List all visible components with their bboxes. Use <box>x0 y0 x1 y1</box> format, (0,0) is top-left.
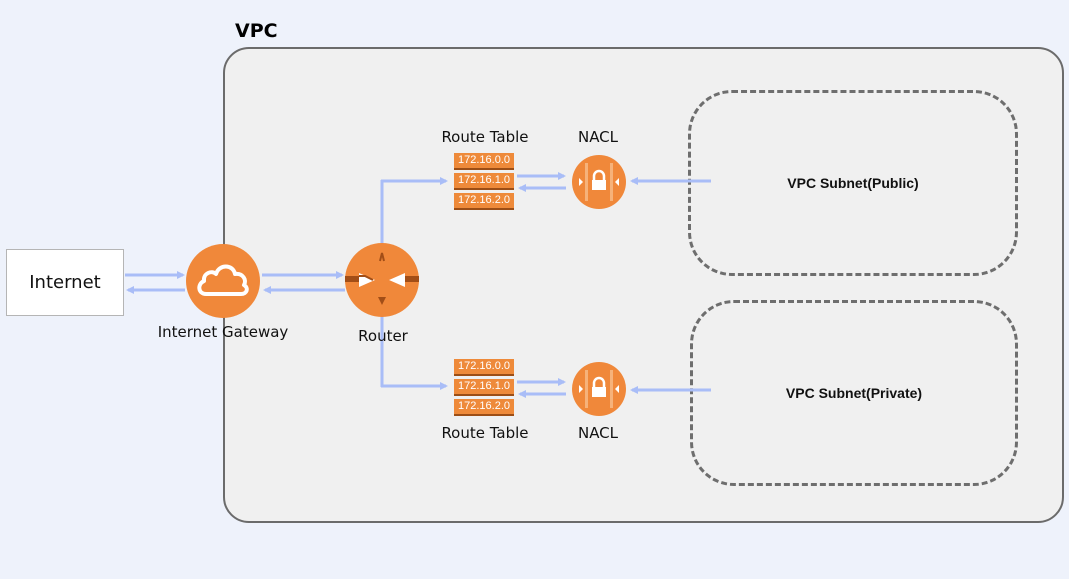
route-entry: 172.16.0.0 <box>454 153 514 170</box>
internet-gateway-label: Internet Gateway <box>157 323 289 341</box>
internet-label: Internet <box>29 272 101 293</box>
private-route-table[interactable]: 172.16.0.0 172.16.1.0 172.16.2.0 <box>454 359 514 417</box>
lock-icon <box>579 370 619 408</box>
router-label: Router <box>358 327 408 345</box>
private-subnet[interactable]: VPC Subnet(Private) <box>690 300 1018 486</box>
public-route-table[interactable]: 172.16.0.0 172.16.1.0 172.16.2.0 <box>454 153 514 211</box>
router-node[interactable] <box>345 243 419 317</box>
private-nacl-node[interactable] <box>572 362 626 416</box>
public-nacl-node[interactable] <box>572 155 626 209</box>
lock-icon <box>579 163 619 201</box>
private-nacl-label: NACL <box>577 424 619 442</box>
public-subnet-label: VPC Subnet(Public) <box>787 175 919 191</box>
internet-gateway-node[interactable] <box>186 244 260 318</box>
private-route-table-label: Route Table <box>441 424 529 442</box>
route-entry: 172.16.1.0 <box>454 379 514 396</box>
route-entry: 172.16.1.0 <box>454 173 514 190</box>
public-route-table-label: Route Table <box>441 128 529 146</box>
cloud-icon <box>197 264 249 296</box>
public-subnet[interactable]: VPC Subnet(Public) <box>688 90 1018 276</box>
private-subnet-label: VPC Subnet(Private) <box>785 385 923 401</box>
public-nacl-label: NACL <box>577 128 619 146</box>
route-entry: 172.16.0.0 <box>454 359 514 376</box>
route-entry: 172.16.2.0 <box>454 193 514 210</box>
route-entry: 172.16.2.0 <box>454 399 514 416</box>
router-icon <box>345 252 419 305</box>
vpc-title: VPC <box>235 20 278 42</box>
internet-node[interactable]: Internet <box>6 249 124 316</box>
